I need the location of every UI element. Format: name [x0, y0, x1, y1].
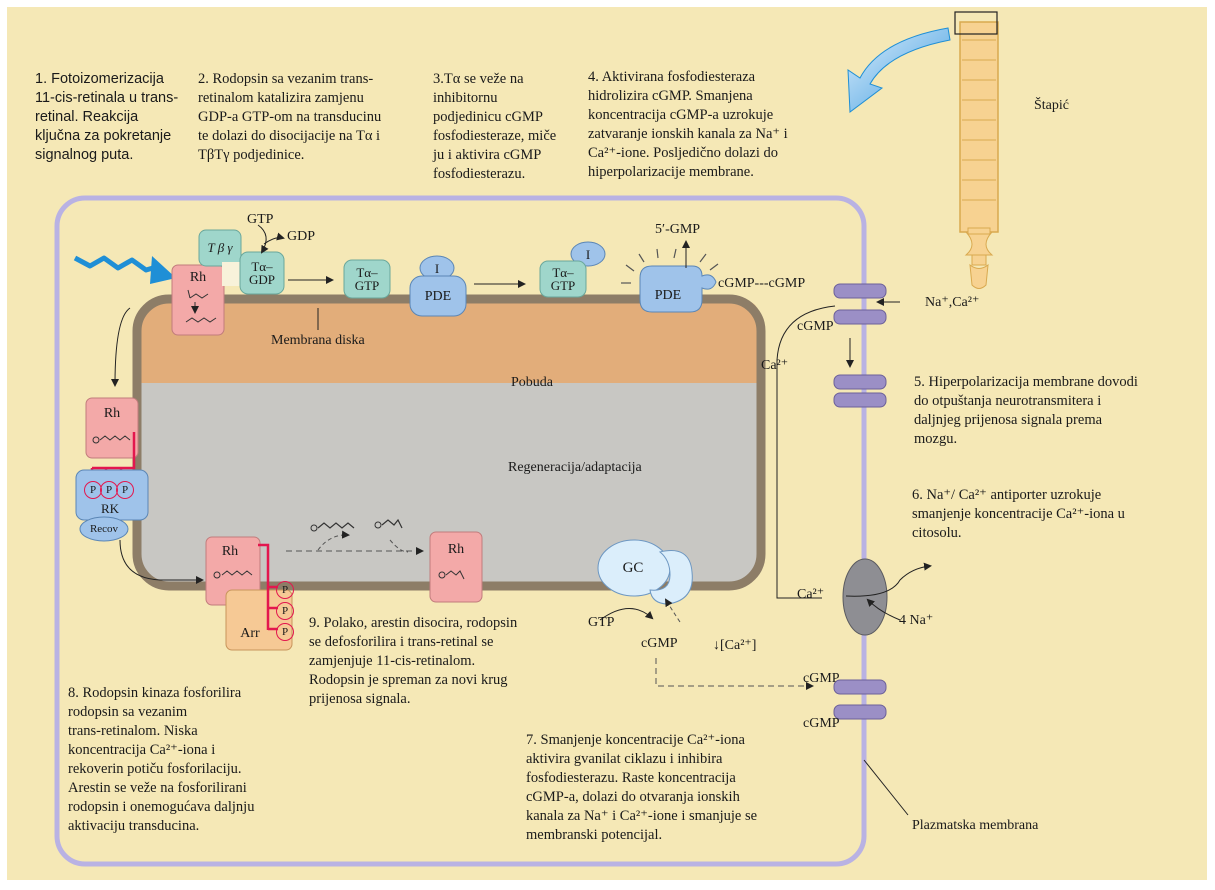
t-alpha-gtp-label: Tα– GTP — [344, 262, 390, 296]
ca-label-2: Ca²⁺ — [797, 587, 825, 602]
cgmp-label-3: cGMP — [803, 716, 840, 731]
cng-channel-1b — [833, 309, 887, 325]
transducin-alpha-inhibitor — [539, 260, 587, 298]
rh-label-arr: Rh — [221, 543, 239, 559]
step-3-text: 3.Tα se veže na inhibitornu podjedinicu … — [433, 71, 557, 182]
t-alpha-i-label-bottom: GTP — [550, 278, 576, 293]
cgmp-label-gc: cGMP — [641, 636, 678, 651]
step-6-text: 6. Na⁺/ Ca²⁺ antiporter uzrokuje smanjen… — [912, 487, 1125, 541]
rhodopsin-regenerated — [429, 531, 483, 603]
pde-label-active: PDE — [654, 287, 682, 303]
phospho-3: P — [116, 481, 134, 499]
pde-inactive — [409, 275, 467, 317]
cng-channel-1a — [833, 283, 887, 299]
step-2-text: 2. Rodopsin sa vezanim trans- retinalom … — [198, 71, 382, 163]
t-alpha-gdp-label-top: Tα– — [251, 259, 273, 274]
step-5-text: 5. Hiperpolarizacija membrane dovodi do … — [914, 374, 1138, 447]
cng-channel-3a — [833, 679, 887, 695]
arrestin — [225, 589, 293, 651]
cng-channel-2a — [833, 374, 887, 390]
ca-label-1: Ca²⁺ — [761, 358, 789, 373]
recov-label: Recov — [89, 522, 119, 535]
step-7-text: 7. Smanjenje koncentracije Ca²⁺-iona akt… — [526, 732, 758, 843]
pde-label-inactive: PDE — [424, 288, 452, 304]
disc-membrane-label: Membrana diska — [271, 333, 365, 348]
rh-label-active: Rh — [189, 269, 207, 285]
light-ray — [73, 255, 161, 273]
phospho-4: P — [276, 581, 294, 599]
cell-outline — [54, 195, 867, 867]
cgmp-pair-label: cGMP---cGMP — [718, 276, 806, 291]
inhibitor-label-1: I — [434, 260, 440, 276]
t-alpha-gdp-label-bottom: GDP — [248, 272, 275, 287]
t-alpha-gtp-label-top: Tα– — [356, 265, 378, 280]
cgmp-label-2: cGMP — [803, 671, 840, 686]
t-alpha-gtp-label-bottom: GTP — [354, 278, 380, 293]
t-alpha-i-label: Tα– GTP — [540, 262, 586, 296]
cgmp-label-1: cGMP — [797, 319, 834, 334]
step-9-text: 9. Polako, arestin disocira, rodopsin se… — [309, 615, 518, 707]
gc-label: GC — [622, 559, 644, 576]
t-beta-gamma-label: T β γ — [207, 239, 233, 255]
gtp-label-gc: GTP — [588, 615, 615, 630]
na4-label: 4 Na⁺ — [899, 613, 934, 628]
t-alpha-gdp-label: Tα– GDP — [240, 256, 284, 290]
regeneration-label: Regeneracija/adaptacija — [508, 460, 642, 475]
gdp-label-top: GDP — [287, 229, 316, 244]
disc-regeneration-zone — [138, 383, 760, 585]
pde-active — [639, 265, 717, 313]
disc-excitation-zone — [138, 300, 760, 383]
rod-label: Štapić — [1034, 98, 1069, 113]
plasma-membrane-label: Plazmatska membrana — [912, 818, 1039, 833]
ca-down-label: ↓[Ca²⁺] — [713, 638, 757, 653]
gmp5-label: 5′-GMP — [655, 222, 701, 237]
transducin-betagamma — [198, 229, 242, 267]
step-4-text: 4. Aktivirana fosfodiesteraza hidrolizir… — [588, 69, 788, 180]
rh-label-regenerated: Rh — [447, 541, 465, 557]
cng-channel-3b — [833, 704, 887, 720]
excitation-label: Pobuda — [511, 375, 553, 390]
gtp-label-top: GTP — [247, 212, 274, 227]
step-1-text: 1. Fotoizomerizacija 11-cis-retinala u t… — [35, 71, 179, 163]
inhibitor-label-2: I — [585, 246, 591, 262]
zoom-arrow — [847, 27, 951, 113]
rh-label-rk: Rh — [103, 405, 121, 421]
step-8-text: 8. Rodopsin kinaza fosforilira rodopsin … — [68, 685, 255, 834]
na-ca-label: Na⁺,Ca²⁺ — [925, 295, 980, 310]
rk-label: RK — [100, 500, 120, 516]
phospho-6: P — [276, 623, 294, 641]
inhibitor-bound — [570, 241, 606, 267]
arr-label: Arr — [240, 625, 260, 641]
pde-active-rays — [621, 248, 719, 284]
cng-channel-2b — [833, 392, 887, 408]
rhodopsin-active — [171, 264, 225, 336]
rod-cell-graphic — [954, 11, 999, 289]
na-ca-antiporter — [842, 558, 888, 636]
recoverin — [79, 516, 129, 542]
phospho-5: P — [276, 602, 294, 620]
t-alpha-i-label-top: Tα– — [552, 265, 574, 280]
rhodopsin-rk — [85, 397, 139, 459]
transducin-alpha-gtp — [343, 259, 391, 299]
